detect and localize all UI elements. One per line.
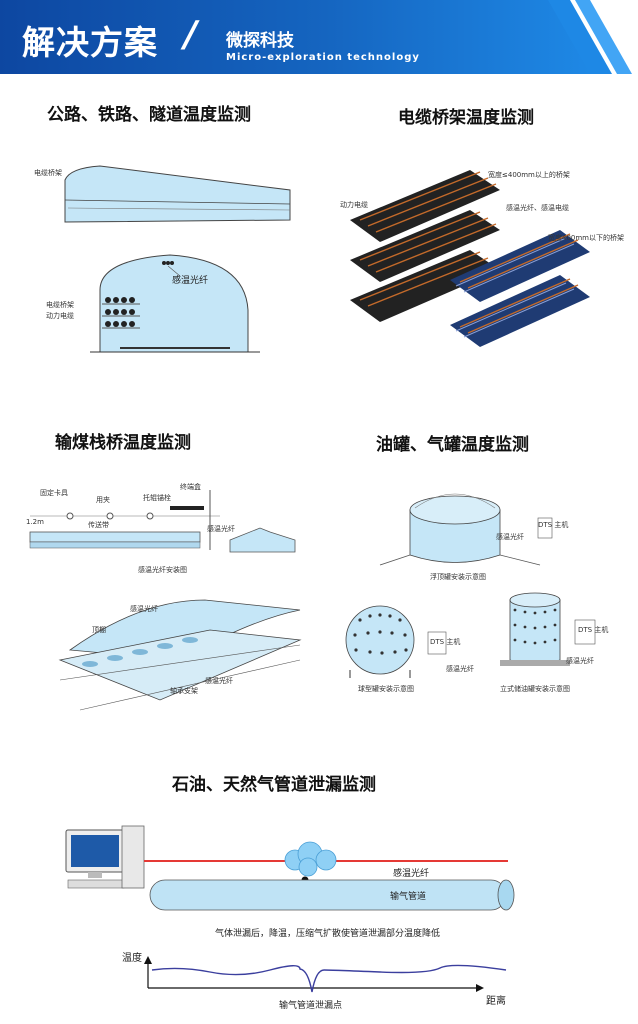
section-title-pipeline: 石油、天然气管道泄漏监测 — [172, 775, 376, 795]
label-vertical-tank: 立式储油罐安装示意图 — [500, 685, 570, 693]
cable-tray-diagram — [350, 170, 590, 347]
label-width-small: 宽度≤400mm以上的桥架 — [488, 171, 570, 179]
label-leak-point: 输气管道泄漏点 — [279, 1001, 343, 1011]
pipeline-diagram — [65, 825, 515, 993]
section-title-coal-bridge: 输煤栈桥温度监测 — [55, 433, 191, 453]
label-vertical-fiber: 感温光纤 — [566, 657, 594, 665]
label-bolt: 用夹 — [96, 496, 110, 504]
label-dim: 1.2m — [26, 518, 44, 526]
label-tunnel-tray: 电缆桥架 — [46, 301, 74, 309]
coal-bridge-diagram — [29, 490, 302, 711]
label-pipe-fiber: 感温光纤 — [393, 869, 430, 879]
section-title-tank: 油罐、气罐温度监测 — [376, 435, 529, 455]
header-banner: 解决方案 / 微探科技 Micro-exploration technology — [0, 0, 638, 74]
label-tunnel-fiber: 感温光纤 — [172, 276, 209, 286]
label-tunnel-power: 动力电缆 — [46, 312, 74, 320]
label-tunnel-tray-top: 电缆桥架 — [34, 169, 62, 177]
label-vertical-device: DTS 主机 — [578, 626, 609, 634]
label-belt: 传送带 — [88, 521, 109, 529]
label-install: 感温光纤安装图 — [138, 566, 187, 574]
label-clamp: 固定卡具 — [40, 489, 68, 497]
temperature-curve — [151, 964, 507, 993]
label-fiber-bottom: 感温光纤 — [205, 677, 233, 685]
label-sphere-tank: 球型罐安装示意图 — [358, 685, 414, 693]
banner-background — [0, 0, 638, 74]
label-pulley: 托辊锚栓 — [143, 494, 171, 502]
label-tank-fiber: 感温光纤 — [496, 533, 524, 541]
section-title-cable-tray: 电缆桥架温度监测 — [398, 108, 534, 128]
section-title-tunnel: 公路、铁路、隧道温度监测 — [47, 105, 251, 125]
company-name-en: Micro-exploration technology — [226, 52, 420, 63]
pipeline-caption: 气体泄漏后，降温，压缩气扩散使管道泄漏部分温度降低 — [215, 929, 441, 939]
label-sphere-device: DTS 主机 — [430, 638, 461, 646]
axis-label-y: 温度 — [122, 953, 142, 964]
tank-diagram — [345, 493, 596, 678]
label-fiber-top: 感温光纤 — [130, 605, 158, 613]
label-sensor-fiber: 感温光纤 — [207, 525, 235, 533]
title-divider: / — [184, 14, 198, 55]
company-name-cn: 微探科技 — [226, 31, 294, 51]
label-support: 轴承支架 — [170, 687, 198, 695]
label-ceiling: 顶棚 — [92, 626, 106, 634]
axis-label-x: 距离 — [486, 996, 506, 1007]
label-tank-device: DTS 主机 — [538, 521, 569, 529]
label-pipe: 输气管道 — [390, 892, 427, 902]
label-end-box: 终端盒 — [180, 483, 201, 491]
label-width-large: 宽度400mm以下的桥架 — [548, 234, 624, 242]
label-sphere-fiber: 感温光纤 — [446, 665, 474, 673]
label-floating-tank: 浮顶罐安装示意图 — [430, 573, 486, 581]
page-title: 解决方案 — [22, 23, 158, 62]
label-cable-power: 动力电缆 — [340, 201, 368, 209]
tunnel-diagram — [64, 165, 291, 353]
label-fiber-tray: 感温光纤、感温电缆 — [506, 204, 569, 212]
